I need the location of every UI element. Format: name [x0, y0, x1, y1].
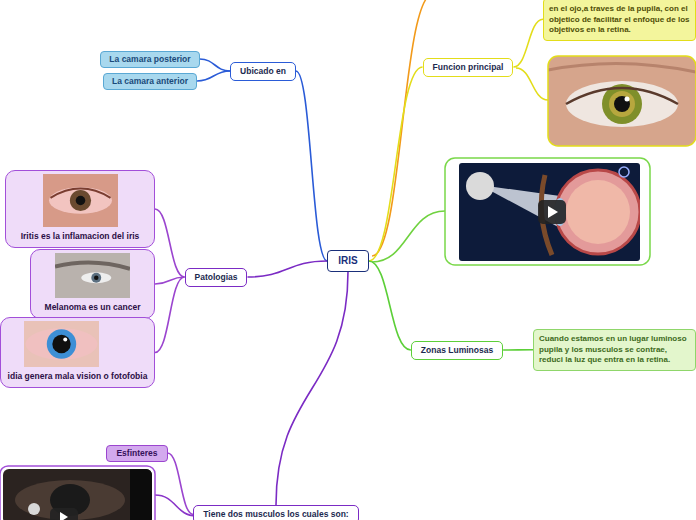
topic-box: Patologias	[185, 268, 248, 287]
photo	[43, 174, 118, 227]
central-topic: IRIS	[327, 250, 368, 272]
branch-connector	[168, 453, 194, 515]
branch-connector	[155, 209, 185, 277]
node-text: Funcion principal	[433, 62, 504, 73]
node-text: en el ojo,a traves de la pupila, con el …	[549, 4, 690, 36]
branch-line	[372, 0, 432, 256]
image-card: idia genera mala vision o fotofobia	[0, 317, 155, 388]
node-text: Zonas Luminosas	[421, 345, 493, 356]
image-card: Melanoma es un cancer	[30, 249, 155, 319]
node-text: Esfinteres	[116, 448, 157, 459]
note-box: Cuando estamos en un lugar luminoso pupi…	[533, 329, 696, 371]
subtopic-box: La camara anterior	[103, 73, 197, 90]
node-text: Ubicado en	[240, 66, 286, 77]
branch-connector	[276, 272, 348, 505]
branch-connector	[197, 71, 230, 81]
node-text: Patologias	[195, 272, 238, 283]
branch-connector	[513, 19, 543, 67]
photo	[55, 253, 130, 298]
node-text: idia genera mala vision o fotofobia	[1, 371, 154, 382]
branch-connector	[247, 261, 327, 277]
image-card: Iritis es la inflamacion del iris	[5, 170, 155, 248]
node-text: La camara anterior	[112, 76, 188, 87]
branch-connector	[296, 71, 327, 261]
node-text: Melanoma es un cancer	[31, 302, 154, 313]
node-text: Iritis es la inflamacion del iris	[6, 231, 154, 242]
subtopic-box: La camara posterior	[100, 51, 199, 68]
video-card	[445, 158, 650, 265]
node-text: La camara posterior	[109, 54, 190, 65]
branch-connector	[369, 67, 423, 261]
topic-box: Zonas Luminosas	[411, 341, 503, 360]
topic-box: Ubicado en	[230, 62, 296, 81]
photo	[24, 321, 99, 367]
subtopic-box: Esfinteres	[106, 445, 167, 462]
note-box: en el ojo,a traves de la pupila, con el …	[543, 0, 696, 41]
node-text: Cuando estamos en un lugar luminoso pupi…	[539, 334, 690, 366]
topic-box: Tiene dos musculos los cuales son:	[193, 505, 358, 520]
branch-connector	[155, 277, 185, 353]
eye-photo	[548, 56, 696, 146]
topic-box: Funcion principal	[423, 58, 514, 77]
node-text: Tiene dos musculos los cuales son:	[203, 509, 348, 520]
branch-connector	[200, 59, 230, 71]
branch-connector	[369, 261, 411, 350]
branch-connector	[503, 349, 533, 351]
branch-line	[516, 68, 548, 100]
video-card	[0, 466, 155, 520]
node-text: IRIS	[338, 255, 357, 267]
